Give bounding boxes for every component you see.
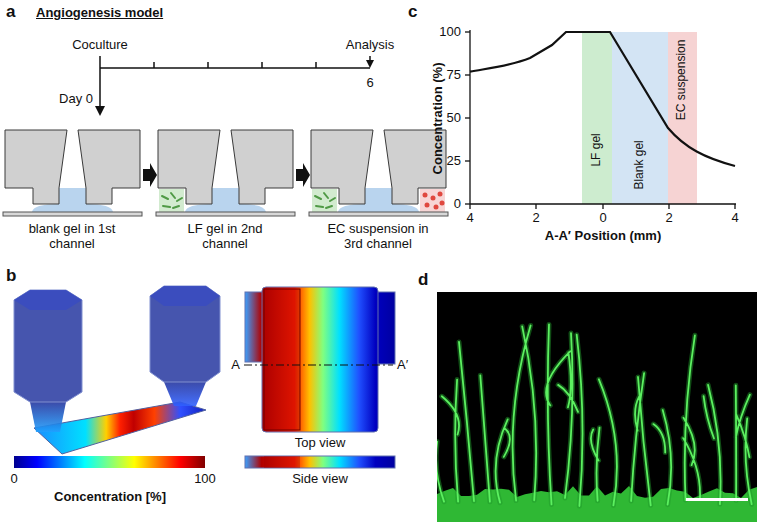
side-view <box>245 456 395 468</box>
band-label: LF gel <box>590 133 604 166</box>
axis-tick: 4 <box>731 211 738 226</box>
band-label: EC suspension <box>676 40 690 121</box>
step-arrow <box>296 163 310 187</box>
axis-tick: 2 <box>665 211 672 226</box>
step-caption: LF gel in 2nd channel <box>170 222 280 252</box>
axis-tick: 50 <box>447 111 461 126</box>
timeline-label: Analysis <box>346 38 394 53</box>
device-step-1 <box>3 130 142 216</box>
day-label: 6 <box>366 76 373 91</box>
vessel-sprouts <box>437 324 757 522</box>
panel-letter: c <box>408 2 417 22</box>
simulation-3d <box>14 286 220 454</box>
colorbar-tick: 0 <box>10 472 17 487</box>
axis-tick: 25 <box>447 154 461 169</box>
band-label: Blank gel <box>633 140 647 189</box>
axis-title: Concentration (%) <box>431 62 446 174</box>
panel-letter: b <box>6 266 16 286</box>
micrograph <box>437 292 757 522</box>
colorbar <box>14 456 205 468</box>
device-step-3 <box>309 130 448 216</box>
concentration-curve <box>470 32 735 166</box>
step-arrow <box>143 163 157 187</box>
view-label: Side view <box>292 472 348 487</box>
section-mark: A <box>231 358 240 373</box>
axis-tick: 0 <box>599 211 606 226</box>
arrow-head <box>95 106 105 116</box>
arrow-head <box>366 60 374 68</box>
day-label: Day 0 <box>59 92 93 107</box>
view-label: Top view <box>295 436 346 451</box>
axis-tick: 0 <box>454 197 461 212</box>
axis-title: A-A′ Position (mm) <box>545 229 662 244</box>
step-caption: EC suspension in 3rd channel <box>323 222 433 252</box>
vessel-glow <box>437 324 752 506</box>
colorbar-tick: 100 <box>194 472 216 487</box>
axis-tick: 2 <box>532 211 539 226</box>
vessel-line <box>437 324 752 506</box>
step-caption: blank gel in 1st channel <box>17 222 127 252</box>
panel-title: Angiogenesis model <box>36 6 163 21</box>
device-step-2 <box>156 130 295 216</box>
region-band: LF gel <box>582 32 612 204</box>
timeline <box>100 56 370 108</box>
region-band: Blank gel <box>612 32 668 204</box>
section-mark: A′ <box>397 358 408 373</box>
axis-tick: 100 <box>439 25 461 40</box>
panel-letter: a <box>6 2 15 22</box>
top-view <box>244 287 395 432</box>
colorbar-title: Concentration [%] <box>54 490 166 505</box>
region-band: EC suspension <box>668 32 697 204</box>
axis-tick: 75 <box>447 68 461 83</box>
timeline-label: Coculture <box>72 38 128 53</box>
panel-letter: d <box>418 270 428 290</box>
scale-bar <box>686 498 748 501</box>
axis-tick: 4 <box>466 211 473 226</box>
